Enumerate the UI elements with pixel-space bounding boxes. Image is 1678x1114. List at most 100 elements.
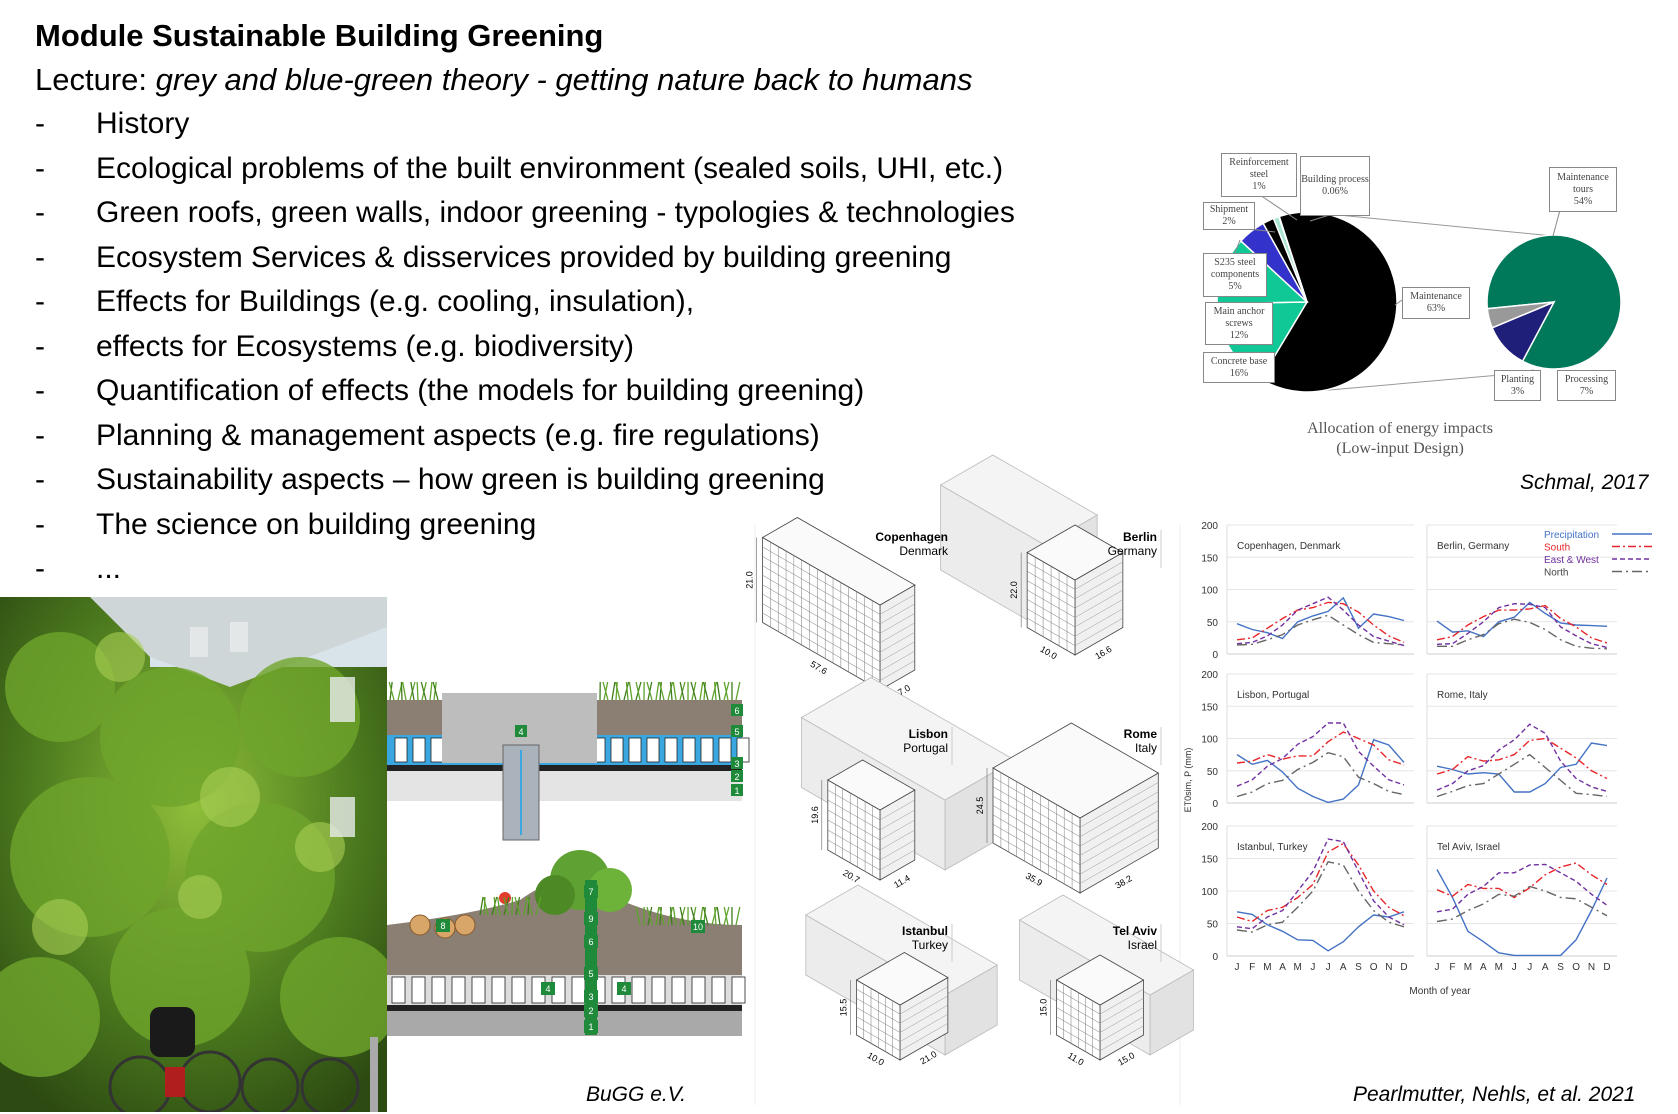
legend-number: 1 <box>734 786 739 796</box>
window-grid-line <box>879 829 915 851</box>
legend-number-badge <box>731 757 743 769</box>
chart-panel: Rome, Italy <box>1426 673 1617 804</box>
grass-blade <box>711 906 718 926</box>
drainage-cell <box>651 976 666 1004</box>
pie-label-text: Maintenance <box>1410 291 1462 302</box>
height-dimension: 21.0 <box>745 571 755 589</box>
grass-blade <box>388 681 395 701</box>
grass-blade <box>497 896 501 916</box>
city-name: Lisbon <box>908 727 948 741</box>
y-tick-label: 100 <box>1201 887 1218 898</box>
window-grid-line <box>827 839 881 871</box>
grass-blade <box>503 896 509 916</box>
drainage-cell <box>731 976 746 1004</box>
legend-number-badge <box>584 912 598 925</box>
topic-text: Planning & management aspects (e.g. fire… <box>96 418 820 452</box>
legend-number-badge <box>731 770 743 782</box>
building-face-top <box>800 677 1016 801</box>
drainage-cell <box>628 737 642 763</box>
building-face-top <box>939 454 1099 546</box>
drainage-cell <box>631 976 646 1004</box>
window-grid-line <box>1079 782 1159 828</box>
grass-blade <box>713 906 717 926</box>
bullet-dash: - <box>35 374 45 407</box>
building-face-top <box>804 884 999 996</box>
window-grid-line <box>1079 800 1159 847</box>
window-grid-line <box>762 593 881 662</box>
grass-blade <box>400 681 403 701</box>
drainage-cell <box>682 737 696 763</box>
window-grid-line <box>827 819 881 851</box>
y-tick-label: 50 <box>1207 920 1219 931</box>
height-dimension: 15.0 <box>1039 999 1049 1017</box>
depth-dimension: 35.9 <box>1024 871 1044 888</box>
legend-number: 1 <box>588 1022 593 1032</box>
series-line-precipitation <box>1436 742 1608 793</box>
month-tick-label: M <box>1464 962 1472 973</box>
month-tick-label: F <box>1449 962 1455 973</box>
month-tick-label: J <box>1527 962 1532 973</box>
series-line-south <box>1236 842 1405 923</box>
legend-number: 2 <box>734 772 739 782</box>
window-grid-line <box>992 786 1081 837</box>
y-tick-label: 100 <box>1201 735 1218 746</box>
window-grid-line <box>899 1023 948 1052</box>
topic-text: Effects for Buildings (e.g. cooling, ins… <box>96 285 695 318</box>
y-axis-title: ET0sim, P (mm) <box>1183 748 1193 813</box>
country-name: Israel <box>1127 938 1157 952</box>
topic-item: -Effects for Buildings (e.g. cooling, in… <box>35 285 694 319</box>
series-line-precipitation <box>1236 596 1405 640</box>
window-grid-line <box>879 799 915 821</box>
grass-blade <box>526 896 533 916</box>
pie-title-line2: (Low-input Design) <box>1336 440 1464 457</box>
month-tick-label: A <box>1340 962 1347 973</box>
drainage-cell <box>571 976 586 1004</box>
window-grid-line <box>879 613 915 634</box>
membrane-layer <box>387 1005 742 1011</box>
lecture-prefix: Lecture: <box>35 62 156 97</box>
country-name: Germany <box>1107 544 1157 558</box>
grass-blade <box>669 906 673 926</box>
bullet-dash: - <box>35 240 45 274</box>
legend-number: 2 <box>588 1006 593 1016</box>
grass-blade <box>646 906 653 926</box>
pie-title-line1: Allocation of energy impacts <box>1307 420 1493 437</box>
window-grid-line <box>879 839 915 861</box>
drainage-cell <box>700 737 714 763</box>
grass-blade <box>716 681 721 701</box>
log-pile <box>409 914 431 936</box>
month-tick-label: J <box>1435 962 1440 973</box>
window-grid-line <box>762 612 881 681</box>
topic-item: -Planning & management aspects (e.g. fir… <box>35 419 820 453</box>
legend-number-badge <box>731 725 743 737</box>
bullet-dash: - <box>35 463 45 496</box>
topic-item: -... <box>35 552 121 586</box>
bullet-dash: - <box>35 552 45 585</box>
y-tick-label: 0 <box>1212 952 1218 963</box>
window-grid-line <box>1079 810 1159 856</box>
pie-label-text: Maintenance tours <box>1557 171 1609 195</box>
grass-blade <box>410 681 415 701</box>
window-grid-line <box>1079 819 1159 866</box>
breakdown-slice <box>1486 301 1555 329</box>
legend-label: North <box>1544 568 1568 579</box>
height-dimension: 22.0 <box>1009 581 1019 599</box>
legend-number: 5 <box>734 727 739 737</box>
y-tick-label: 150 <box>1201 855 1218 866</box>
window-grid-line <box>879 809 915 831</box>
series-line-precipitation <box>1236 738 1405 804</box>
window-grid-line <box>762 575 881 643</box>
window-grid-line <box>879 632 915 653</box>
window-grid-line <box>1074 580 1123 609</box>
drainage-cell <box>711 976 726 1004</box>
substrate-mound <box>387 880 742 975</box>
topic-text: History <box>96 107 190 140</box>
bullet-dash: - <box>35 329 45 363</box>
bullet-dash: - <box>35 507 45 541</box>
